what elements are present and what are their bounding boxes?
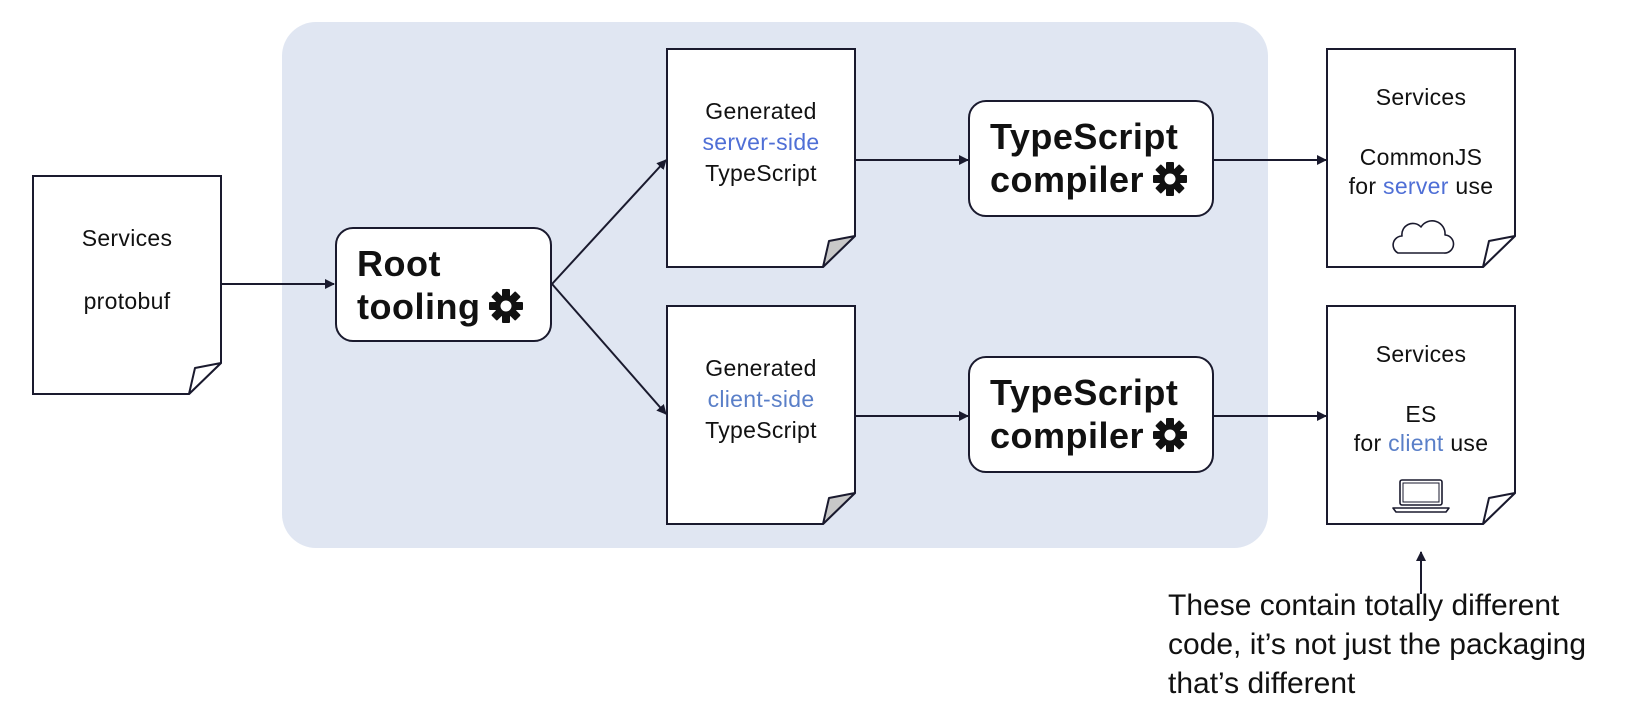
server-output-use: for server use bbox=[1326, 171, 1516, 202]
client-output-format: ES bbox=[1405, 401, 1437, 427]
client-gen-line3: TypeScript bbox=[705, 417, 817, 443]
client-output-title: Services bbox=[1375, 341, 1467, 367]
client-output-use-prefix: for bbox=[1353, 430, 1389, 456]
client-output-use: for client use bbox=[1326, 428, 1516, 459]
input-doc: Services protobuf bbox=[32, 175, 222, 395]
annotation-note: These contain totally different code, it… bbox=[1168, 589, 1587, 700]
server-gen-line3: TypeScript bbox=[705, 160, 817, 186]
client-gen-doc: Generated client-side TypeScript bbox=[666, 305, 856, 525]
server-output-use-prefix: for bbox=[1348, 173, 1384, 199]
client-output-doc: Services ES for client use bbox=[1326, 305, 1516, 525]
gear-icon bbox=[1153, 418, 1188, 453]
cloud-icon bbox=[1392, 220, 1455, 254]
client-output-use-highlight: client bbox=[1388, 430, 1444, 456]
client-gen-highlight: client-side bbox=[707, 386, 815, 412]
server-gen-line1: Generated bbox=[705, 98, 817, 124]
server-gen-doc: Generated server-side TypeScript bbox=[666, 48, 856, 268]
gear-icon bbox=[1153, 162, 1188, 197]
server-output-use-suffix: use bbox=[1448, 173, 1494, 199]
root-tooling-box: Root tooling bbox=[335, 227, 552, 342]
compiler-bottom-box: TypeScript compiler bbox=[968, 356, 1214, 473]
document-shape bbox=[1326, 305, 1516, 525]
compiler-top-line1: TypeScript bbox=[990, 116, 1179, 157]
compiler-bottom-line2: compiler bbox=[990, 415, 1145, 456]
compiler-top-box: TypeScript compiler bbox=[968, 100, 1214, 217]
client-gen-line1: Generated bbox=[705, 355, 817, 381]
root-tooling-line1: Root bbox=[357, 243, 441, 284]
document-shape bbox=[666, 305, 856, 525]
client-output-use-suffix: use bbox=[1443, 430, 1489, 456]
root-tooling-line2: tooling bbox=[357, 286, 481, 327]
document-shape bbox=[32, 175, 222, 395]
server-gen-highlight: server-side bbox=[702, 129, 820, 155]
document-shape bbox=[666, 48, 856, 268]
gear-icon bbox=[489, 289, 524, 324]
server-output-format: CommonJS bbox=[1359, 144, 1483, 170]
laptop-icon bbox=[1392, 479, 1450, 513]
arrow-root-to-server-gen bbox=[551, 159, 667, 285]
document-shape bbox=[1326, 48, 1516, 268]
arrow-root-to-client-gen bbox=[551, 283, 667, 415]
server-output-doc: Services CommonJS for server use bbox=[1326, 48, 1516, 268]
compiler-top-line2: compiler bbox=[990, 159, 1145, 200]
server-output-title: Services bbox=[1375, 84, 1467, 110]
input-doc-title: Services bbox=[81, 225, 173, 251]
input-doc-subtitle: protobuf bbox=[83, 288, 171, 314]
server-output-use-highlight: server bbox=[1383, 173, 1449, 199]
compiler-bottom-line1: TypeScript bbox=[990, 372, 1179, 413]
